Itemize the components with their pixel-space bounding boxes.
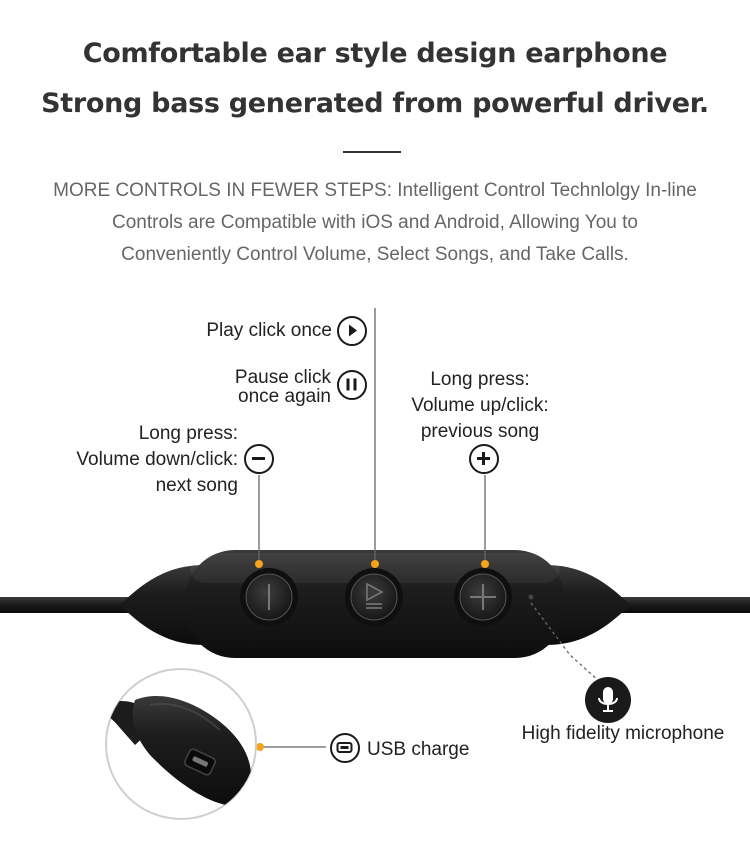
strain-relief-right: [545, 565, 630, 645]
pause-icon: [337, 370, 367, 400]
plus-label: Long press: Volume up/click: previous so…: [390, 367, 570, 445]
plus-label-line-2: Volume up/click:: [411, 395, 549, 416]
description-line-1: MORE CONTROLS IN FEWER STEPS: Intelligen…: [53, 180, 697, 201]
divider: [343, 151, 401, 153]
mic-hole: [528, 594, 534, 600]
headline-1: Comfortable ear style design earphone: [82, 38, 668, 69]
usb-port-zoom: [105, 668, 257, 820]
plus-icon: [469, 444, 499, 474]
play-label: Play click once: [206, 320, 332, 341]
minus-button: [240, 568, 298, 626]
minus-label-line-1: Long press:: [138, 423, 238, 444]
callout-dot-plus: [481, 560, 489, 568]
usb-icon: [330, 733, 360, 763]
plus-label-line-3: previous song: [420, 421, 540, 442]
minus-icon: [244, 444, 274, 474]
pause-label-line-1: Pause click: [234, 367, 331, 388]
callout-dot-minus: [255, 560, 263, 568]
pause-label-line-2: once again: [238, 386, 331, 407]
microphone-icon: [585, 677, 631, 723]
plus-label-line-1: Long press:: [430, 369, 530, 390]
minus-label-line-3: next song: [155, 475, 238, 496]
callout-dot-play: [371, 560, 379, 568]
minus-label: Long press: Volume down/click: next song: [0, 421, 238, 499]
description-line-3: Conveniently Control Volume, Select Song…: [121, 244, 629, 265]
callout-dot-usb: [256, 743, 264, 751]
play-pause-button: [345, 568, 403, 626]
pause-label: Pause click once again: [0, 368, 331, 406]
minus-label-line-2: Volume down/click:: [76, 449, 238, 470]
microphone-label: High fidelity microphone: [521, 723, 725, 744]
plus-button: [454, 568, 512, 626]
headline-2: Strong bass generated from powerful driv…: [41, 88, 709, 119]
usb-label: USB charge: [367, 739, 470, 760]
description-line-2: Controls are Compatible with iOS and And…: [112, 212, 638, 233]
strain-relief-left: [120, 565, 205, 645]
play-icon: [337, 316, 367, 346]
